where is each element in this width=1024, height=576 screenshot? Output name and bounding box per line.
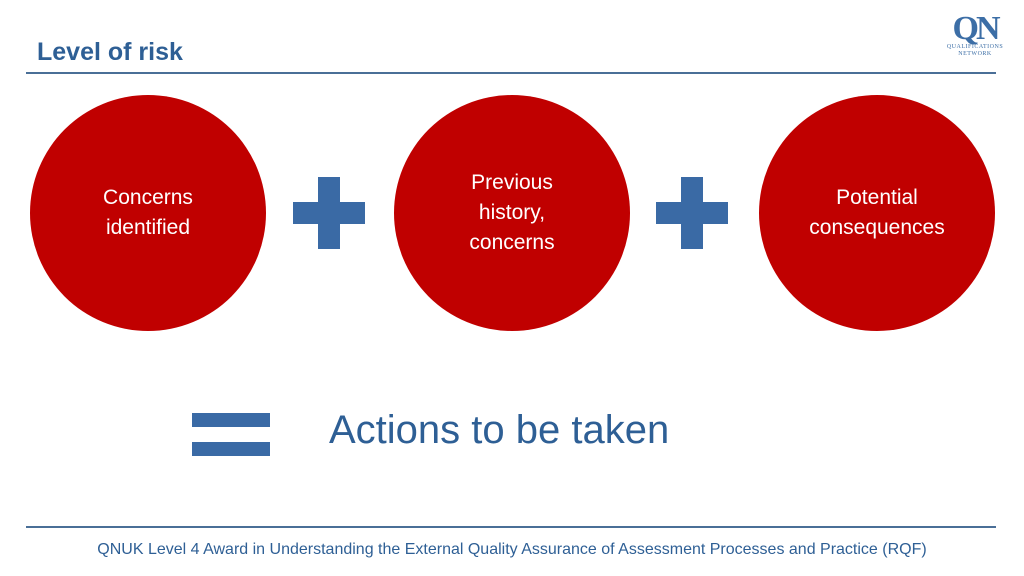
qn-logo: QN QUALIFICATIONS NETWORK xyxy=(944,10,1006,68)
logo-line2: NETWORK xyxy=(958,51,992,57)
equals-icon xyxy=(192,413,270,457)
logo-line1: QUALIFICATIONS xyxy=(946,44,1004,50)
result-text: Actions to be taken xyxy=(329,408,670,452)
circle-label: Potential consequences xyxy=(809,186,945,239)
footer-text: QNUK Level 4 Award in Understanding the … xyxy=(97,541,927,558)
circle-potential-consequences: Potential consequences xyxy=(759,95,995,331)
header-divider xyxy=(26,72,996,74)
logo-mark: QN xyxy=(952,10,1001,47)
circle-label: Previous history, concerns xyxy=(469,171,555,254)
plus-icon xyxy=(293,177,365,249)
circle-concerns-identified: Concerns identified xyxy=(30,95,266,331)
plus-icon xyxy=(656,177,728,249)
slide-title: Level of risk xyxy=(37,38,183,66)
circle-previous-history: Previous history, concerns xyxy=(394,95,630,331)
footer-divider xyxy=(26,526,996,528)
circle-label: Concerns identified xyxy=(103,186,193,239)
